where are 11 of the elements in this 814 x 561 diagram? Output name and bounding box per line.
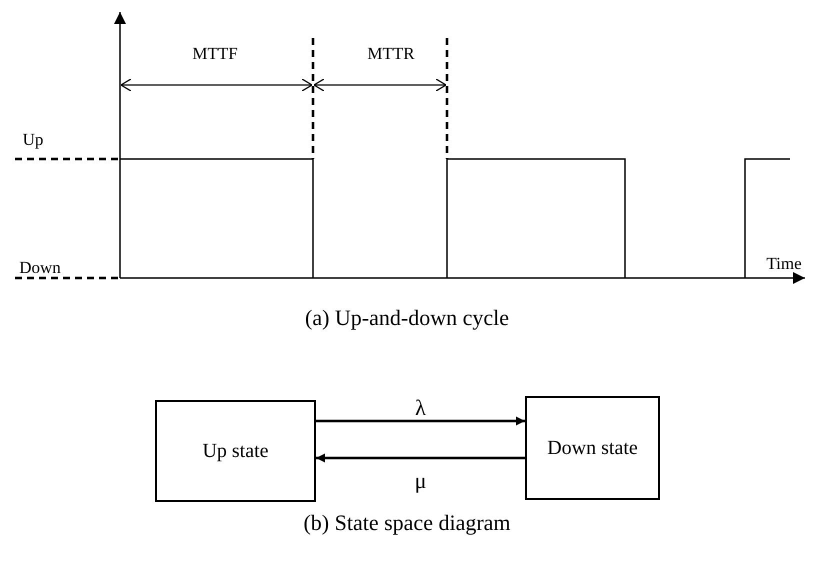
caption: (a) Up-and-down cycle [305, 307, 509, 329]
axis-label: Up [22, 131, 44, 148]
state-box: Down state [525, 396, 660, 500]
arrow [316, 416, 525, 426]
axis-label: MTTF [192, 45, 238, 62]
axis-label: Time [766, 255, 802, 272]
caption: (b) State space diagram [303, 512, 511, 534]
state-box: Up state [155, 400, 316, 502]
arrow [316, 454, 525, 462]
axis-label: Down [19, 259, 61, 276]
axis-label: MTTR [367, 45, 415, 62]
